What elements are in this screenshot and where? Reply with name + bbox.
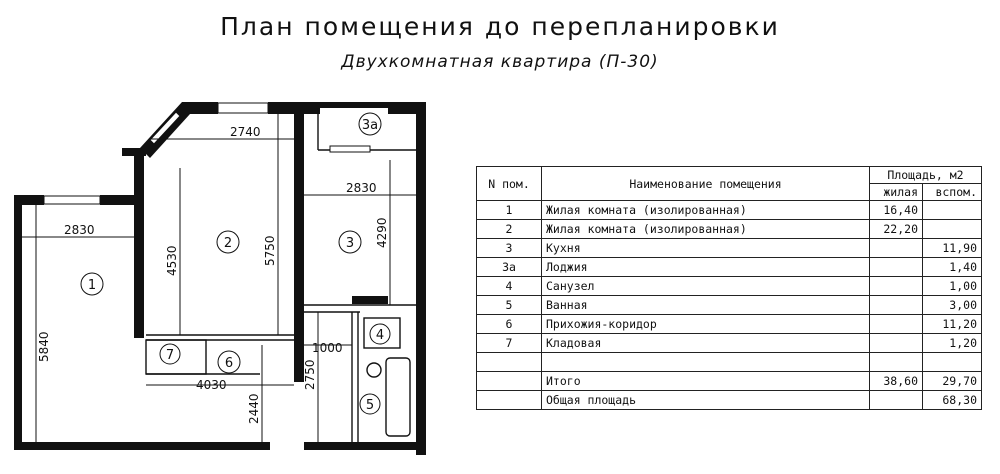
dim-room1-width: 2830 <box>64 223 95 237</box>
table-row: 2 Жилая комната (изолированная) 22,20 <box>476 219 982 239</box>
row-num: 3 <box>476 238 542 258</box>
windows <box>43 102 371 205</box>
subheader-row: жилая вспом. <box>477 183 982 201</box>
row-name: Ванная <box>541 295 870 315</box>
room-label-4: 4 <box>376 328 384 343</box>
row-living <box>869 333 923 353</box>
room-label-3a: 3а <box>362 118 378 133</box>
total-living: 38,60 <box>869 371 923 391</box>
row-name: Кухня <box>541 238 870 258</box>
plan-title: План помещения до перепланировки <box>220 12 780 41</box>
header-living: жилая <box>869 183 923 201</box>
header-area: Площадь, м2 <box>869 166 982 184</box>
row-living <box>869 295 923 315</box>
dim-kitchen-length: 4290 <box>375 217 389 248</box>
row-num: 4 <box>476 276 542 296</box>
row-aux: 3,00 <box>922 295 982 315</box>
row-name <box>541 352 870 372</box>
row-name: Жилая комната (изолированная) <box>541 200 870 220</box>
dim-corridor-width: 1000 <box>312 341 343 355</box>
row-aux: 11,20 <box>922 314 982 334</box>
plan-subtitle: Двухкомнатная квартира (П-30) <box>341 52 659 72</box>
overall-label: Общая площадь <box>541 390 870 410</box>
row-living <box>869 352 923 372</box>
header-name: Наименование помещения <box>541 166 870 201</box>
row-num: 6 <box>476 314 542 334</box>
row-aux: 11,90 <box>922 238 982 258</box>
room-label-2: 2 <box>224 236 232 251</box>
total-row: Итого 38,60 29,70 <box>476 371 982 391</box>
row-living <box>869 276 923 296</box>
total-label: Итого <box>541 371 870 391</box>
room-label-1: 1 <box>88 278 96 293</box>
row-living: 16,40 <box>869 200 923 220</box>
row-name: Лоджия <box>541 257 870 277</box>
row-num: 7 <box>476 333 542 353</box>
row-living <box>869 314 923 334</box>
row-living: 22,20 <box>869 219 923 239</box>
row-living <box>869 238 923 258</box>
floor-plan: 2830 5840 2740 4530 5750 2830 4290 1000 … <box>14 102 426 455</box>
table-row: 3а Лоджия 1,40 <box>476 257 982 277</box>
interior-lines <box>145 108 416 442</box>
table-row: 4 Санузел 1,00 <box>476 276 982 296</box>
dim-room1-length: 5840 <box>37 331 51 362</box>
explication-table: N пом. Наименование помещения Площадь, м… <box>476 166 982 410</box>
room-label-5: 5 <box>366 398 374 413</box>
dim-room2-length: 5750 <box>263 235 277 266</box>
row-name: Кладовая <box>541 333 870 353</box>
dimension-lines <box>22 114 416 442</box>
row-aux <box>922 219 982 239</box>
dim-room2-inner: 4530 <box>165 245 179 276</box>
dim-hall-width: 4030 <box>196 378 227 392</box>
row-num <box>476 352 542 372</box>
table-row <box>476 352 982 372</box>
table-row: 1 Жилая комната (изолированная) 16,40 <box>476 200 982 220</box>
explication-table-wrap: N пом. Наименование помещения Площадь, м… <box>476 166 982 410</box>
table-row: 7 Кладовая 1,20 <box>476 333 982 353</box>
room-label-6: 6 <box>225 356 233 371</box>
row-aux: 1,20 <box>922 333 982 353</box>
row-num: 2 <box>476 219 542 239</box>
row-name: Санузел <box>541 276 870 296</box>
row-num: 3а <box>476 257 542 277</box>
header-row: N пом. Наименование помещения Площадь, м… <box>476 166 982 201</box>
row-aux: 1,00 <box>922 276 982 296</box>
total-aux: 29,70 <box>922 371 982 391</box>
overall-row: Общая площадь 68,30 <box>476 390 982 410</box>
header-aux: вспом. <box>922 183 982 201</box>
table-row: 5 Ванная 3,00 <box>476 295 982 315</box>
room-markers: 1 2 3 3а 4 5 6 7 <box>80 112 391 415</box>
row-aux: 1,40 <box>922 257 982 277</box>
dim-kitchen-width: 2830 <box>346 181 377 195</box>
table-row: 3 Кухня 11,90 <box>476 238 982 258</box>
row-aux <box>922 352 982 372</box>
row-living <box>869 257 923 277</box>
table-row: 6 Прихожия-коридор 11,20 <box>476 314 982 334</box>
row-name: Жилая комната (изолированная) <box>541 219 870 239</box>
row-aux <box>922 200 982 220</box>
row-num: 5 <box>476 295 542 315</box>
dim-hall-length: 2440 <box>247 393 261 424</box>
overall-value: 68,30 <box>922 390 982 410</box>
row-name: Прихожия-коридор <box>541 314 870 334</box>
dim-corridor-length: 2750 <box>303 359 317 390</box>
room-label-3: 3 <box>346 236 354 251</box>
row-num: 1 <box>476 200 542 220</box>
dimension-texts: 2830 5840 2740 4530 5750 2830 4290 1000 … <box>37 125 389 424</box>
header-num: N пом. <box>476 166 542 201</box>
room-label-7: 7 <box>166 348 174 363</box>
dim-room2-width: 2740 <box>230 125 261 139</box>
